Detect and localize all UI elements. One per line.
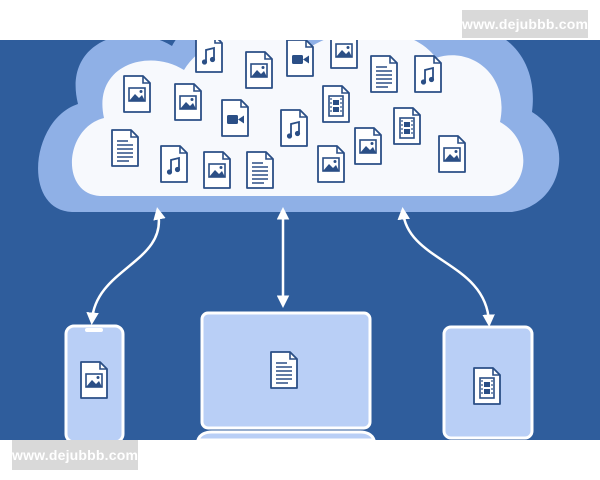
image-file-icon bbox=[318, 146, 344, 182]
video-file-icon bbox=[222, 100, 248, 136]
music-file-icon bbox=[415, 56, 441, 92]
video-file-icon bbox=[287, 40, 313, 76]
image-file-icon bbox=[439, 136, 465, 172]
watermark-top: www.dejubbb.com bbox=[462, 10, 588, 38]
laptop-device bbox=[195, 311, 377, 442]
image-file-icon bbox=[81, 362, 107, 398]
image-file-icon bbox=[204, 152, 230, 188]
film-file-icon bbox=[474, 368, 500, 404]
music-file-icon bbox=[281, 110, 307, 146]
music-file-icon bbox=[196, 36, 222, 72]
watermark-bottom: www.dejubbb.com bbox=[12, 440, 138, 470]
film-file-icon bbox=[323, 86, 349, 122]
film-file-icon bbox=[394, 108, 420, 144]
image-file-icon bbox=[246, 52, 272, 88]
image-file-icon bbox=[355, 128, 381, 164]
document-file-icon bbox=[271, 352, 297, 388]
document-file-icon bbox=[371, 56, 397, 92]
music-file-icon bbox=[161, 146, 187, 182]
document-file-icon bbox=[247, 152, 273, 188]
document-file-icon bbox=[112, 130, 138, 166]
image-file-icon bbox=[124, 76, 150, 112]
sync-arrow-phone bbox=[86, 207, 166, 325]
tablet-device bbox=[442, 325, 534, 440]
sync-arrows bbox=[86, 207, 495, 327]
image-file-icon bbox=[175, 84, 201, 120]
sync-arrow-tablet bbox=[397, 207, 495, 327]
phone-device bbox=[64, 324, 125, 444]
